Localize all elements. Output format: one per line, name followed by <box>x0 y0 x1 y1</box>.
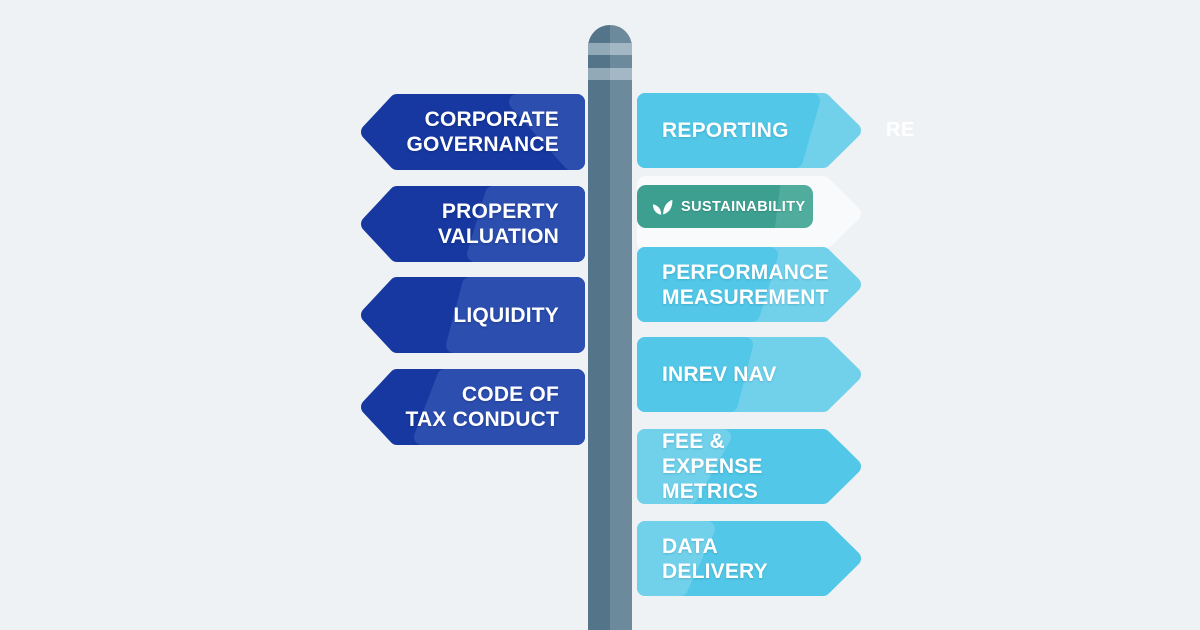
right-arrow-shape <box>637 247 861 322</box>
right-arrow-shape <box>637 337 861 412</box>
sign-label: LIQUIDITY <box>453 303 559 327</box>
sustainability-badge: SUSTAINABILITY <box>637 185 813 228</box>
left-arrow-shape <box>361 94 585 170</box>
left-arrow-shape <box>361 369 585 445</box>
sustainability-label: SUSTAINABILITY <box>681 198 806 215</box>
right-arrow-shape <box>637 429 861 504</box>
left-arrow-shape <box>361 186 585 262</box>
pole-band <box>588 68 632 80</box>
leaf-icon <box>652 199 673 215</box>
pole-band <box>588 43 632 55</box>
sign-inrev-nav: INREV NAV <box>637 337 861 412</box>
sign-label: DATA DELIVERY <box>662 534 768 583</box>
sign-label: FEE & EXPENSE METRICS <box>662 430 763 503</box>
sign-reporting: REPORTING <box>637 93 861 168</box>
sign-label: CODE OF TAX CONDUCT <box>405 383 559 431</box>
left-arrow-shape <box>361 277 585 353</box>
sign-corporate-governance: CORPORATE GOVERNANCE <box>359 94 585 170</box>
sign-code-of-tax-conduct: CODE OF TAX CONDUCT <box>359 369 585 445</box>
sign-label: INREV NAV <box>662 363 777 386</box>
sign-data-delivery: DATA DELIVERY <box>637 521 861 596</box>
sign-label: PERFORMANCE MEASUREMENT <box>662 260 829 309</box>
sign-fee-expense-metrics: FEE & EXPENSE METRICS <box>637 429 861 504</box>
sign-liquidity: LIQUIDITY <box>359 277 585 353</box>
watermark-re: RE <box>886 119 915 141</box>
sign-label: PROPERTY VALUATION <box>437 200 559 248</box>
sign-performance-measurement: PERFORMANCE MEASUREMENT <box>637 247 861 322</box>
sign-label: CORPORATE GOVERNANCE <box>406 108 559 156</box>
signpost-pole <box>588 25 632 630</box>
right-arrow-shape <box>637 93 861 168</box>
sign-label: REPORTING <box>662 119 789 142</box>
right-arrow-shape <box>637 521 861 596</box>
sign-property-valuation: PROPERTY VALUATION <box>359 186 585 262</box>
